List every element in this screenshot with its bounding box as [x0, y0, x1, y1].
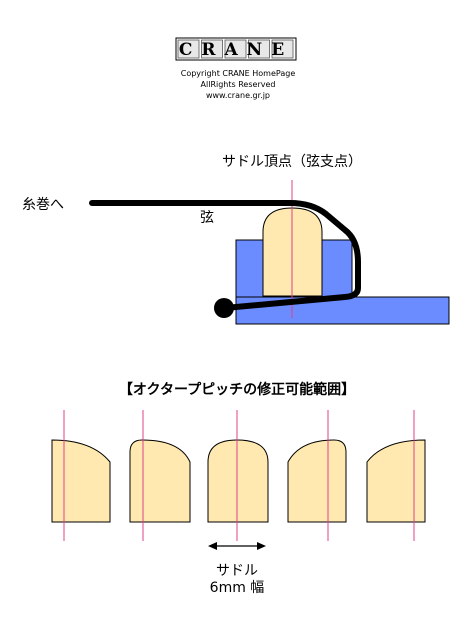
- string-ball-end: [214, 298, 234, 318]
- saddle-shape: [366, 439, 426, 523]
- saddle-shape: [287, 439, 347, 523]
- copyright-line-1: Copyright CRANE HomePage: [181, 69, 296, 78]
- saddle-shape: [129, 439, 191, 523]
- saddle-shape: [51, 439, 111, 523]
- saddle-top-label: サドル頂点（弦支点）: [222, 154, 362, 170]
- adjustable-range-title: 【オクタープピッチの修正可能範囲】: [119, 381, 355, 398]
- width-arrow: [208, 542, 266, 550]
- logo-letter-box: [248, 39, 270, 59]
- saddle-label: サドル: [216, 563, 258, 579]
- saddle-variant-3: [207, 410, 269, 541]
- crane-logo: CRANE: [175, 37, 297, 61]
- peg-label: 糸巻へ: [22, 197, 64, 213]
- copyright-line-3: www.crane.gr.jp: [206, 91, 270, 100]
- saddle-variant-1: [51, 410, 111, 541]
- copyright-line-2: AllRights Reserved: [201, 80, 276, 89]
- bridge-block-lower: [235, 296, 450, 325]
- logo-letter-box: [201, 39, 223, 59]
- string: [89, 200, 361, 311]
- logo-letter-box: [177, 39, 200, 59]
- saddle-variant-5: [366, 410, 426, 541]
- width-label: 6mm 幅: [210, 580, 265, 596]
- saddle-variant-4: [287, 410, 347, 541]
- logo-letter-box: [271, 39, 294, 59]
- logo-letter-box: [224, 39, 247, 59]
- saddle-shape: [207, 439, 269, 523]
- saddle-variant-2: [129, 410, 191, 541]
- string-label: 弦: [200, 210, 214, 226]
- logo-text: CRANE: [179, 40, 293, 60]
